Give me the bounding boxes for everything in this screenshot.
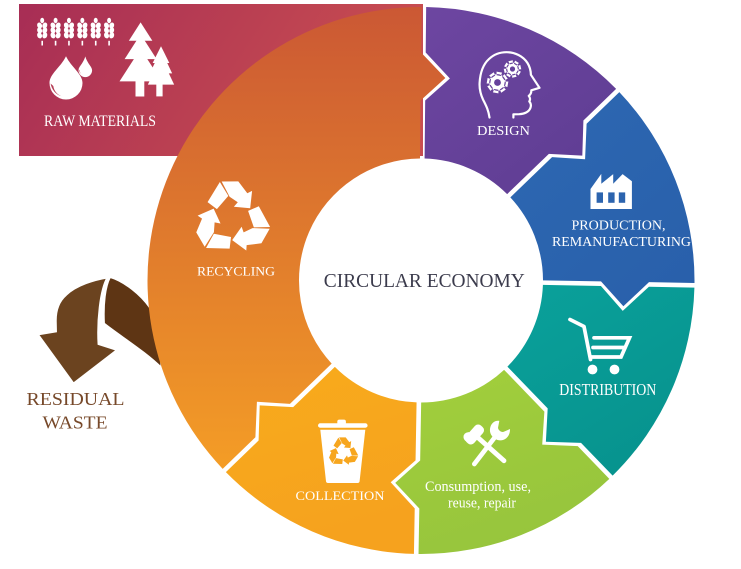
svg-text:Consumption, use,: Consumption, use, xyxy=(425,479,531,495)
svg-text:RESIDUAL: RESIDUAL xyxy=(27,389,125,409)
svg-text:reuse, repair: reuse, repair xyxy=(448,496,516,512)
svg-text:RECYCLING: RECYCLING xyxy=(197,265,275,279)
svg-text:WASTE: WASTE xyxy=(43,413,108,433)
svg-text:DESIGN: DESIGN xyxy=(477,123,530,138)
svg-text:CIRCULAR ECONOMY: CIRCULAR ECONOMY xyxy=(324,271,525,292)
svg-text:REMANUFACTURING: REMANUFACTURING xyxy=(552,234,691,249)
svg-text:RAW MATERIALS: RAW MATERIALS xyxy=(44,113,156,130)
svg-text:PRODUCTION,: PRODUCTION, xyxy=(572,218,666,233)
svg-text:DISTRIBUTION: DISTRIBUTION xyxy=(559,380,656,399)
svg-text:COLLECTION: COLLECTION xyxy=(296,488,386,503)
